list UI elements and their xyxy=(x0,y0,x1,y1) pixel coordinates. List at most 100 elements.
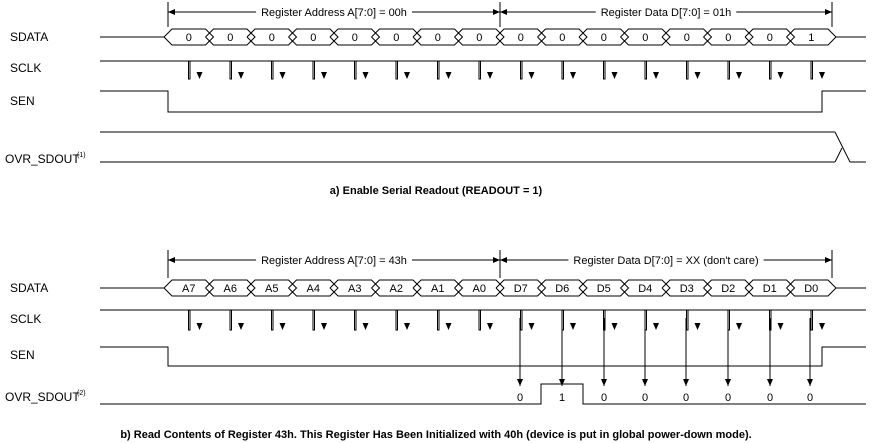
sdata-bit-cell xyxy=(620,28,671,46)
sdata-bit: 0 xyxy=(476,32,482,44)
sdata-label: SDATA xyxy=(10,281,48,295)
sdata-bit-cell xyxy=(703,279,754,297)
sdata-bit-cell xyxy=(578,28,630,46)
sdata-bit: A0 xyxy=(473,283,486,295)
ovr-sdout-label: OVR_SDOUT xyxy=(5,390,80,404)
sclk-rising-edge-arrow xyxy=(611,72,618,79)
sdata-bit: A4 xyxy=(307,283,320,295)
sclk-rising-edge-arrow xyxy=(196,323,203,330)
caption-b: b) Read Contents of Register 43h. This R… xyxy=(120,429,751,441)
sdata-bit-cell xyxy=(246,279,298,297)
readout-guide-arrow xyxy=(683,379,689,386)
address-span-arrowhead xyxy=(168,9,175,15)
sclk-rising-edge-arrow xyxy=(611,323,618,330)
sdata-bit: D5 xyxy=(597,283,611,295)
address-span-arrowhead xyxy=(493,257,500,263)
sclk-rising-edge-arrow xyxy=(196,72,203,79)
sdata-bit-cell xyxy=(246,28,298,46)
sdata-bit: 0 xyxy=(559,32,565,44)
ovr-sdout-waveform xyxy=(100,383,866,405)
sdata-bit-cell xyxy=(495,279,547,297)
sdata-bit: 0 xyxy=(352,32,358,44)
sdata-bit-cell xyxy=(205,28,256,46)
sdata-bit: 0 xyxy=(186,32,192,44)
data-span-label: Register Data D[7:0] = XX (don't care) xyxy=(573,255,758,267)
data-span-arrowhead xyxy=(500,257,507,263)
readout-guide-arrow xyxy=(767,379,773,386)
sdata-bit: A7 xyxy=(182,283,195,295)
sdata-bit: 0 xyxy=(767,32,773,44)
sclk-rising-edge-arrow xyxy=(653,323,659,330)
data-span-label: Register Data D[7:0] = 01h xyxy=(601,7,732,19)
sdata-bit-cell xyxy=(412,28,464,46)
sdata-bit: 0 xyxy=(725,32,731,44)
sdata-bit: D4 xyxy=(638,283,652,295)
sdata-bit-cell xyxy=(661,28,713,46)
sdata-bit: D0 xyxy=(804,283,818,295)
sdata-bit-cell xyxy=(744,279,796,297)
sen-waveform xyxy=(100,346,866,367)
sdata-bit: A5 xyxy=(265,283,278,295)
ovr-sdout-note: (1) xyxy=(77,152,86,159)
sclk-rising-edge-arrow xyxy=(777,72,784,79)
sen-waveform xyxy=(100,90,866,113)
sclk-rising-edge-arrow xyxy=(445,72,452,79)
sdata-bit: 0 xyxy=(393,32,399,44)
sclk-rising-edge-arrow xyxy=(279,72,286,79)
sclk-label: SCLK xyxy=(10,61,41,75)
sclk-rising-edge-arrow xyxy=(777,323,784,330)
sclk-rising-edge-arrow xyxy=(694,72,701,79)
sdata-bit-cell xyxy=(537,28,588,46)
ovr-sdout-bit: 0 xyxy=(725,392,731,404)
sdata-bit: 0 xyxy=(435,32,441,44)
readout-guide-arrow xyxy=(807,379,813,386)
sclk-label: SCLK xyxy=(10,312,41,326)
sdata-bit-cell xyxy=(703,28,754,46)
sdata-bit: A6 xyxy=(224,283,237,295)
sdata-bit-cell xyxy=(620,279,671,297)
sdata-bit: 0 xyxy=(518,32,524,44)
sdata-bit-cell xyxy=(578,279,630,297)
sclk-rising-edge-arrow xyxy=(819,72,825,79)
sdata-bit-cell xyxy=(744,28,796,46)
sclk-rising-edge-arrow xyxy=(321,72,327,79)
sdata-bit: 0 xyxy=(310,32,316,44)
sdata-bit: A2 xyxy=(390,283,403,295)
sclk-rising-edge-arrow xyxy=(694,323,701,330)
data-span-arrowhead xyxy=(500,9,507,15)
readout-guide-arrow xyxy=(559,379,565,386)
sclk-rising-edge-arrow xyxy=(736,323,742,330)
data-span-arrowhead xyxy=(825,9,832,15)
address-span-label: Register Address A[7:0] = 43h xyxy=(261,255,407,267)
sdata-bit-cell xyxy=(329,279,381,297)
sdata-bit-cell xyxy=(163,28,215,46)
sdata-bit-cell xyxy=(454,279,505,297)
sdata-bit: 0 xyxy=(601,32,607,44)
ovr-sdout-note: (2) xyxy=(77,390,86,397)
sclk-rising-edge-arrow xyxy=(404,323,410,330)
readout-guide-arrow xyxy=(642,379,648,386)
sdata-bit-cell xyxy=(371,28,422,46)
sdata-bit-cell xyxy=(163,279,215,297)
sclk-rising-edge-arrow xyxy=(487,323,493,330)
ovr-sdout-bit: 1 xyxy=(559,392,565,404)
sclk-rising-edge-arrow xyxy=(362,323,369,330)
sdata-bit-cell xyxy=(537,279,588,297)
sclk-rising-edge-arrow xyxy=(238,72,244,79)
sdata-bit: D7 xyxy=(514,283,528,295)
sdata-bit-cell xyxy=(412,279,464,297)
readout-guide-arrow xyxy=(601,379,607,386)
sclk-rising-edge-arrow xyxy=(570,72,576,79)
ovr-sdout-label: OVR_SDOUT xyxy=(5,152,80,166)
ovr-sdout-bit: 0 xyxy=(601,392,607,404)
ovr-sdout-bit: 0 xyxy=(517,392,523,404)
address-span-arrowhead xyxy=(493,9,500,15)
sdata-bit-cell xyxy=(329,28,381,46)
sclk-rising-edge-arrow xyxy=(279,323,286,330)
sclk-rising-edge-arrow xyxy=(570,323,576,330)
ovr-sdout-bit: 0 xyxy=(807,392,813,404)
sdata-bit: 0 xyxy=(227,32,233,44)
